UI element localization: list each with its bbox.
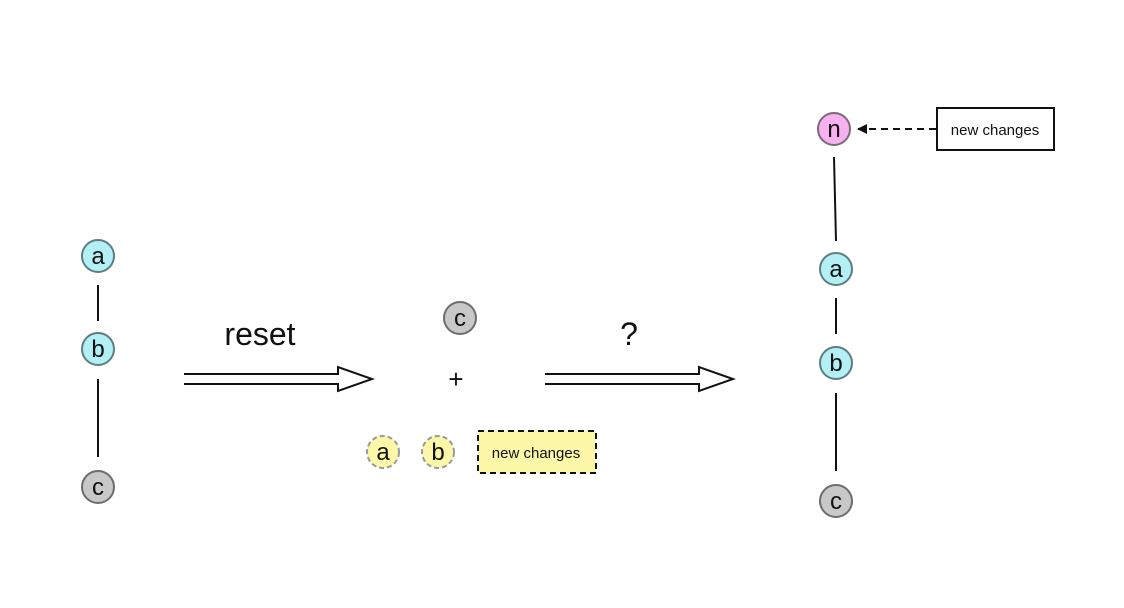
right-commit-a-circle (819, 252, 853, 286)
left-commit-b: b (81, 332, 115, 366)
staged-changes-box: new changes (477, 430, 597, 474)
right-commit-b-label: b (829, 350, 842, 377)
staged-changes-label: new changes (492, 445, 580, 462)
right-new-commit-circle (817, 112, 851, 146)
staged-commit-b-label: b (431, 439, 444, 466)
staged-commit-b-circle (421, 435, 455, 469)
middle-base-commit: c (443, 301, 477, 335)
right-commit-c: c (819, 484, 853, 518)
reset-arrow: reset (184, 316, 376, 393)
staged-commit-a-circle (366, 435, 400, 469)
middle-section: c + a b new changes (366, 301, 597, 474)
right-commit-chain: n a b c (817, 112, 853, 518)
staged-commit-a: a (366, 435, 400, 469)
middle-base-commit-circle (443, 301, 477, 335)
staged-commit-b: b (421, 435, 455, 469)
right-changes-rect (936, 107, 1055, 151)
right-commit-c-label: c (830, 488, 842, 515)
right-changes-note: new changes (857, 107, 1055, 151)
left-commit-a-label: a (91, 243, 105, 270)
plus-sign: + (448, 364, 463, 394)
reset-arrow-label: reset (224, 316, 295, 352)
right-edge-n-a (833, 156, 837, 242)
right-commit-b: b (819, 346, 853, 380)
left-commit-c-circle (81, 470, 115, 504)
left-commit-c-label: c (92, 474, 104, 501)
right-new-commit-label: n (827, 116, 840, 143)
right-commit-c-circle (819, 484, 853, 518)
left-commit-c: c (81, 470, 115, 504)
left-commit-a: a (81, 239, 115, 273)
left-commit-b-circle (81, 332, 115, 366)
right-changes-label: new changes (951, 122, 1039, 139)
right-commit-b-circle (819, 346, 853, 380)
right-commit-a: a (819, 252, 853, 286)
question-arrow: ? (545, 316, 737, 393)
right-commit-a-label: a (829, 256, 843, 283)
right-new-commit: n (817, 112, 851, 146)
staged-commit-a-label: a (376, 439, 390, 466)
staged-changes-rect (477, 430, 597, 474)
left-commit-chain: a b c (81, 239, 115, 504)
left-commit-a-circle (81, 239, 115, 273)
question-arrow-label: ? (620, 316, 638, 352)
middle-base-commit-label: c (454, 305, 466, 332)
left-commit-b-label: b (91, 336, 104, 363)
